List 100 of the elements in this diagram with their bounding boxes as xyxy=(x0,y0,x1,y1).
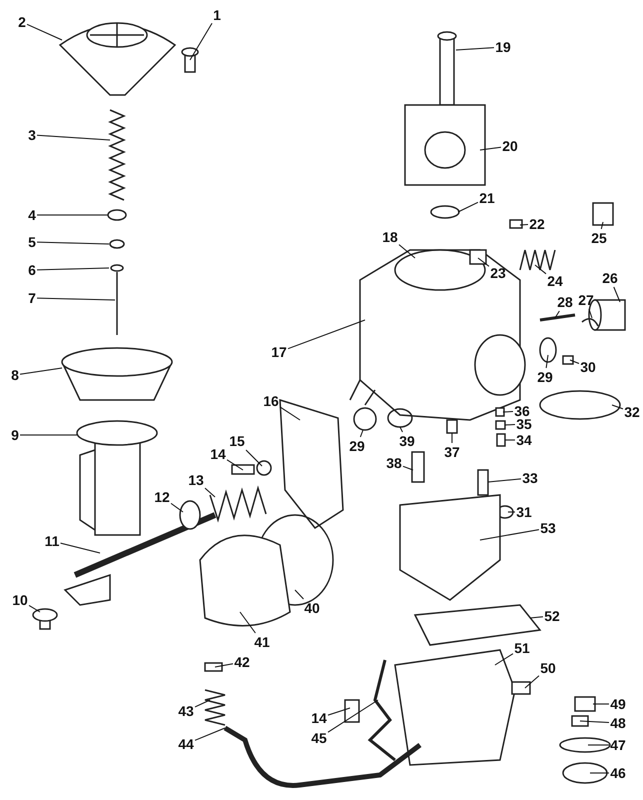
leader-line xyxy=(36,214,108,216)
leader-line xyxy=(288,320,366,350)
leader-line xyxy=(613,286,620,302)
leader-line xyxy=(502,411,514,412)
leader-line xyxy=(36,242,110,244)
callout-number: 37 xyxy=(444,444,460,460)
callout-number: 29 xyxy=(537,369,553,385)
leader-line xyxy=(26,24,62,40)
leader-line xyxy=(554,310,560,318)
leader-line xyxy=(20,434,78,436)
callout-number: 10 xyxy=(12,592,28,608)
callout-number: 1 xyxy=(213,7,221,23)
callout-number: 7 xyxy=(28,290,36,306)
callout-number: 14 xyxy=(210,446,226,462)
callout-number: 45 xyxy=(311,730,327,746)
leader-line xyxy=(600,222,604,230)
leader-line xyxy=(534,264,546,274)
leader-line xyxy=(480,146,502,150)
leader-line xyxy=(456,47,494,50)
callout-number: 12 xyxy=(154,489,170,505)
callout-number: 49 xyxy=(610,696,626,712)
callout-number: 42 xyxy=(234,654,250,670)
leader-line xyxy=(60,542,100,554)
leader-line xyxy=(612,404,624,410)
leader-line xyxy=(580,720,610,723)
leader-line xyxy=(20,368,62,375)
leader-line xyxy=(226,459,244,470)
callout-number: 30 xyxy=(580,359,596,375)
callout-number: 16 xyxy=(263,393,279,409)
leader-line xyxy=(494,653,514,666)
callout-number: 5 xyxy=(28,234,36,250)
leader-line xyxy=(530,616,544,618)
leader-line xyxy=(36,268,110,270)
callout-number: 25 xyxy=(591,230,607,246)
leader-line xyxy=(398,244,416,258)
callout-number: 35 xyxy=(516,416,532,432)
callout-number: 3 xyxy=(28,127,36,143)
callout-number: 47 xyxy=(610,737,626,753)
leader-line xyxy=(28,604,40,612)
callout-number: 2 xyxy=(18,14,26,30)
leader-line xyxy=(524,675,540,688)
leader-line xyxy=(458,202,478,212)
callout-number: 40 xyxy=(304,600,320,616)
callout-number: 32 xyxy=(624,404,640,420)
callout-number: 21 xyxy=(479,190,495,206)
leader-line xyxy=(588,308,592,318)
callout-number: 19 xyxy=(495,39,511,55)
callout-number: 41 xyxy=(254,634,270,650)
leader-line xyxy=(194,700,210,708)
leader-line xyxy=(520,224,528,226)
callout-number: 28 xyxy=(557,294,573,310)
leader-line xyxy=(246,450,262,466)
leader-line xyxy=(170,502,184,512)
callout-number: 17 xyxy=(271,344,287,360)
leader-line xyxy=(504,424,516,426)
callout-number: 44 xyxy=(178,736,194,752)
callout-number: 29 xyxy=(349,438,365,454)
callout-number: 38 xyxy=(386,455,402,471)
callout-number: 22 xyxy=(529,216,545,232)
callout-number: 23 xyxy=(490,265,506,281)
leader-line xyxy=(480,529,540,540)
leader-line xyxy=(478,258,490,267)
leader-line xyxy=(360,430,364,438)
leader-line xyxy=(328,700,378,733)
leader-line xyxy=(590,772,610,774)
leader-line xyxy=(402,466,414,470)
callout-number: 18 xyxy=(382,229,398,245)
leader-line xyxy=(190,22,212,60)
callout-number: 27 xyxy=(578,292,594,308)
callout-number: 26 xyxy=(602,270,618,286)
leader-line xyxy=(194,728,226,741)
callout-number: 46 xyxy=(610,765,626,781)
leader-line xyxy=(588,744,610,746)
callout-number: 39 xyxy=(399,433,415,449)
leader-line xyxy=(294,590,304,600)
leader-line xyxy=(488,478,522,482)
callout-number: 8 xyxy=(11,367,19,383)
callout-number: 6 xyxy=(28,262,36,278)
callout-number: 52 xyxy=(544,608,560,624)
callout-number: 36 xyxy=(514,403,530,419)
callout-number: 9 xyxy=(11,427,19,443)
callout-number: 11 xyxy=(44,533,60,549)
leader-line xyxy=(328,708,350,716)
callout-number: 34 xyxy=(516,432,532,448)
callout-number: 4 xyxy=(28,207,36,223)
leader-line xyxy=(400,426,403,432)
callout-number: 50 xyxy=(540,660,556,676)
callout-number: 53 xyxy=(540,520,556,536)
callout-number: 20 xyxy=(502,138,518,154)
leader-line xyxy=(570,360,580,364)
callout-number: 14 xyxy=(311,710,327,726)
leader-line xyxy=(36,298,116,300)
leader-line xyxy=(204,488,216,498)
callout-number: 33 xyxy=(522,470,538,486)
leader-line xyxy=(546,354,548,368)
callout-number: 15 xyxy=(229,433,245,449)
callout-number: 43 xyxy=(178,703,194,719)
leader-line xyxy=(280,406,300,420)
callout-number: 48 xyxy=(610,715,626,731)
leader-line xyxy=(36,134,110,140)
